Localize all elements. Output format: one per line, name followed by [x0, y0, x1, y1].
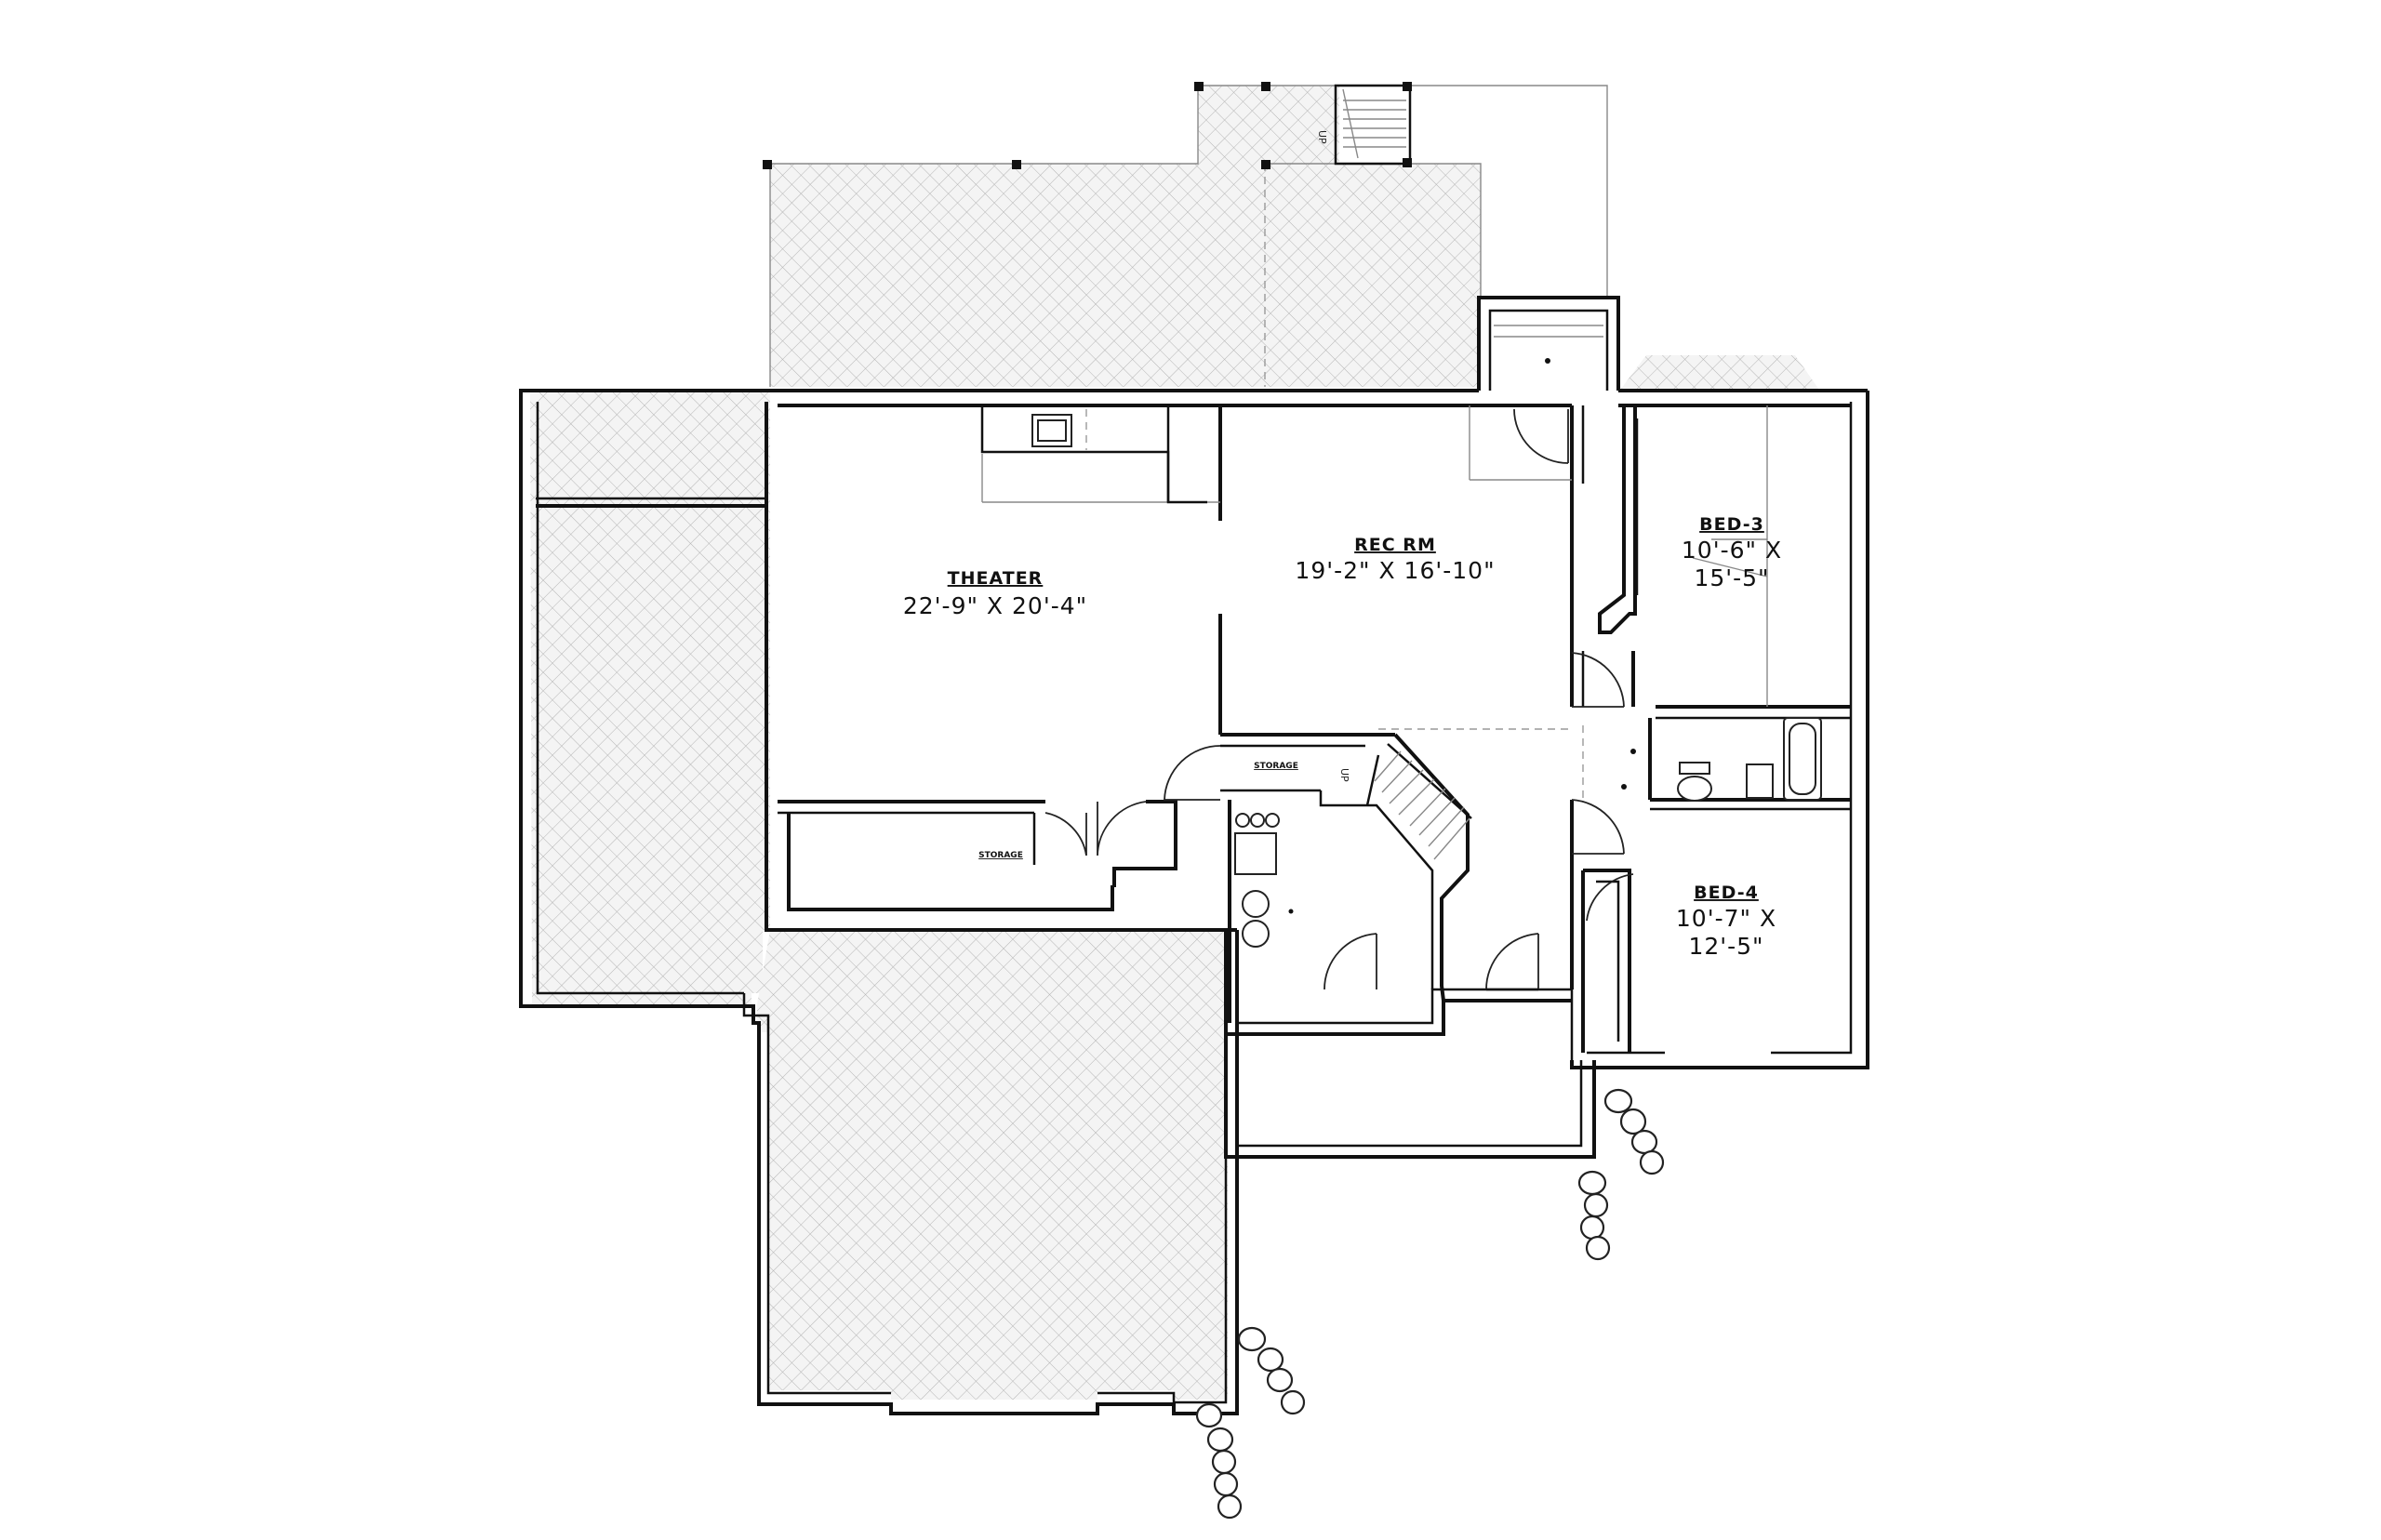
toilet-icon	[1677, 776, 1712, 802]
interior-stair: UP	[1338, 743, 1472, 860]
theater-dims: 22'-9" X 20'-4"	[903, 592, 1087, 619]
bed3-dims-2: 15'-5"	[1694, 564, 1769, 591]
equip-icon	[1235, 813, 1250, 828]
bed3-dims-1: 10'-6" X	[1682, 537, 1782, 564]
areaway-well	[1477, 296, 1620, 391]
rec-rm-dims: 19'-2" X 16'-10"	[1295, 557, 1495, 584]
bed4-dims-2: 12'-5"	[1688, 933, 1763, 960]
rec-rm-name: REC RM	[1354, 535, 1436, 555]
room-labels: THEATER 22'-9" X 20'-4" REC RM 19'-2" X …	[903, 514, 1782, 960]
stair-up-label-mid: UP	[1338, 768, 1350, 782]
mechanical	[1234, 813, 1294, 948]
bed3-name: BED-3	[1699, 514, 1764, 535]
bed4-dims-1: 10'-7" X	[1676, 905, 1776, 932]
theater-name: THEATER	[948, 568, 1044, 589]
storage-upper-label: STORAGE	[1254, 762, 1298, 771]
bed4-name: BED-4	[1694, 883, 1759, 903]
exterior-stair-top: UP	[1316, 84, 1412, 166]
bed3-bay-hatch	[1618, 355, 1821, 392]
drain-icon	[1545, 358, 1550, 364]
doors	[1044, 408, 1634, 1002]
boulders	[1195, 1088, 1665, 1520]
stair-up-label-top: UP	[1316, 130, 1328, 144]
furnace-icon	[1234, 832, 1277, 875]
upper-deck-hatch	[770, 86, 1481, 387]
water-heater-icon	[1242, 890, 1270, 918]
kitchenette	[980, 405, 1207, 504]
storage-lower-label: STORAGE	[978, 851, 1023, 860]
left-patio-hatch	[530, 391, 770, 1004]
lower-patio-hatch	[757, 930, 1228, 1400]
exterior-walls	[519, 389, 1869, 1415]
bath-fixtures	[1621, 717, 1822, 802]
vanity-icon	[1746, 763, 1774, 799]
